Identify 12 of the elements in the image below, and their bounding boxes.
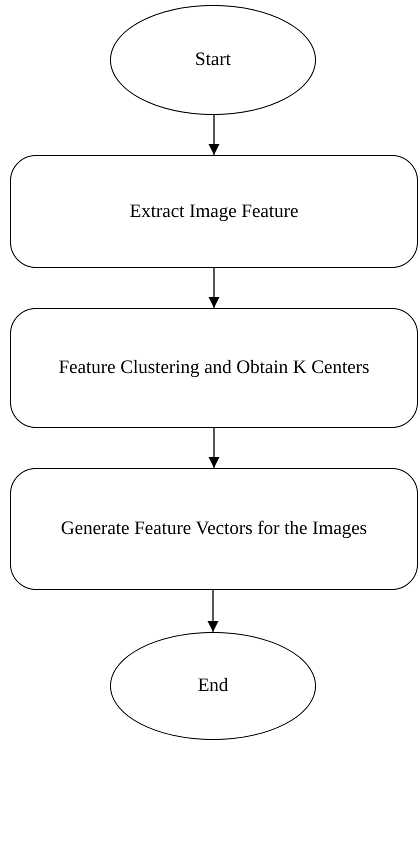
arrow [208, 428, 220, 468]
node-label: Feature Clustering and Obtain K Centers [58, 356, 370, 380]
process-box [10, 308, 418, 428]
arrow [208, 115, 220, 155]
process-box [10, 155, 418, 268]
arrow [208, 268, 220, 308]
node-label: Extract Image Feature [130, 200, 298, 224]
node-label: End [198, 674, 228, 698]
node-label: Start [195, 48, 231, 72]
node-label: Generate Feature Vectors for the Images [60, 517, 368, 541]
arrow [208, 590, 218, 632]
process-box [10, 468, 418, 590]
